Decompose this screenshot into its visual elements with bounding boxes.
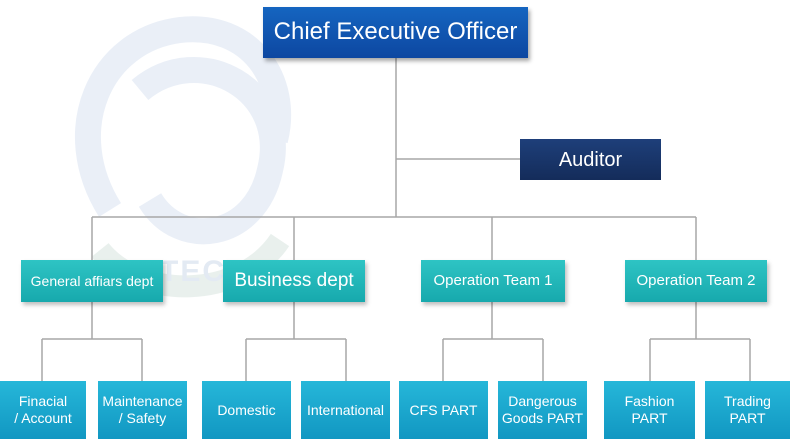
node-maintenance-safety: Maintenance / Safety xyxy=(98,381,187,439)
node-business-dept: Business dept xyxy=(223,260,365,302)
node-fashion-part: Fashion PART xyxy=(604,381,695,439)
node-financial-account: Finacial / Account xyxy=(0,381,86,439)
node-domestic: Domestic xyxy=(202,381,291,439)
node-cfs-part: CFS PART xyxy=(399,381,488,439)
node-auditor: Auditor xyxy=(520,139,661,180)
node-dangerous-goods-part: Dangerous Goods PART xyxy=(498,381,587,439)
node-trading-part: Trading PART xyxy=(705,381,790,439)
node-ceo: Chief Executive Officer xyxy=(263,7,528,58)
node-international: International xyxy=(301,381,390,439)
node-general-affairs-dept: General affiars dept xyxy=(21,260,163,302)
node-operation-team-1: Operation Team 1 xyxy=(421,260,565,302)
node-operation-team-2: Operation Team 2 xyxy=(625,260,767,302)
